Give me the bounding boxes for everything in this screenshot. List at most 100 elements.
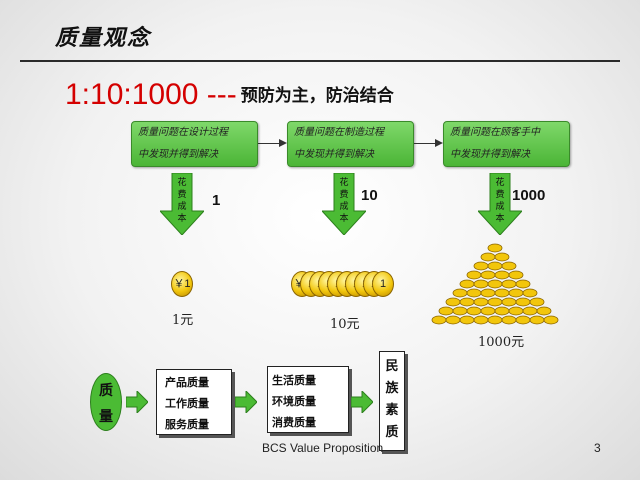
stage-box-manufacture: 质量问题在制造过程 中发现并得到解决 — [287, 121, 414, 167]
coin-icon — [536, 306, 552, 316]
cost-label: 花费成本 — [339, 178, 349, 224]
quality-type-item: 服务质量 — [165, 418, 209, 431]
coin-icon — [522, 288, 538, 298]
coin-icon — [487, 297, 503, 307]
stage-box-design: 质量问题在设计过程 中发现并得到解决 — [131, 121, 258, 167]
stage-box-line: 中发现并得到解决 — [450, 149, 530, 160]
coin-icon — [445, 315, 461, 325]
arrow-right-icon — [126, 391, 148, 413]
coin-icon — [473, 261, 489, 271]
quality-circle-char: 量 — [99, 409, 113, 425]
coin-icon — [466, 306, 482, 316]
coin-icon — [480, 306, 496, 316]
connector-line — [258, 143, 279, 144]
coin-icon — [480, 252, 496, 262]
cost-value: 10 — [361, 187, 378, 204]
national-quality-box: 民 族 素 质 — [379, 351, 405, 451]
down-arrow-icon — [478, 173, 522, 235]
coin-icon — [515, 297, 531, 307]
money-label: 10元 — [330, 317, 360, 332]
national-quality-char: 族 — [385, 381, 399, 396]
national-quality-char: 质 — [385, 425, 399, 440]
coin-pyramid-icon — [431, 243, 559, 325]
arrow-right-icon — [279, 139, 287, 147]
quality-circle: 质 量 — [90, 373, 122, 431]
coin-icon: ￥1 — [171, 271, 193, 297]
coin-icon — [445, 297, 461, 307]
arrow-right-icon — [235, 391, 257, 413]
money-label: 1000元 — [478, 335, 525, 350]
quality-type-item: 工作质量 — [165, 397, 209, 410]
coin-icon — [529, 315, 545, 325]
coin-icon — [459, 279, 475, 289]
coin-row: ￥1111111111 — [291, 271, 403, 297]
coin-icon — [508, 288, 524, 298]
stage-box-line: 质量问题在制造过程 — [294, 127, 384, 138]
coin-icon — [459, 297, 475, 307]
coin-icon — [508, 270, 524, 280]
coin-icon — [487, 261, 503, 271]
cost-label: 花费成本 — [177, 178, 187, 224]
cost-label: 花费成本 — [495, 178, 505, 224]
stage-box-line: 质量问题在顾客手中 — [450, 127, 540, 138]
coin-icon — [473, 279, 489, 289]
coin-icon — [431, 315, 447, 325]
coin-icon: 1 — [372, 271, 394, 297]
national-quality-char: 素 — [385, 403, 399, 418]
life-quality-item: 生活质量 — [272, 374, 316, 387]
arrow-right-icon — [351, 391, 373, 413]
coin-icon — [452, 288, 468, 298]
down-arrow-icon — [322, 173, 366, 235]
coin-icon — [480, 270, 496, 280]
coin-icon — [438, 306, 454, 316]
coin-icon — [494, 306, 510, 316]
connector-line — [414, 143, 435, 144]
coin-icon — [522, 306, 538, 316]
cost-value: 1 — [212, 192, 221, 209]
coin-icon — [515, 279, 531, 289]
coin-icon — [494, 270, 510, 280]
coin-icon — [487, 315, 503, 325]
coin-icon — [501, 261, 517, 271]
coin-icon — [508, 306, 524, 316]
coin-icon — [473, 297, 489, 307]
coin-icon — [515, 315, 531, 325]
national-quality-char: 民 — [385, 359, 399, 374]
cost-value: 1000 — [512, 187, 546, 204]
coin-icon — [501, 315, 517, 325]
stage-box-line: 中发现并得到解决 — [294, 149, 374, 160]
footer-text: BCS Value Proposition — [262, 441, 384, 455]
coin-icon — [487, 279, 503, 289]
quality-circle-char: 质 — [99, 383, 113, 399]
coin-icon — [473, 315, 489, 325]
headline: 1:10:1000 ---预防为主，防治结合 — [65, 78, 394, 116]
life-quality-item: 消费质量 — [272, 416, 316, 429]
slide-title: 质量观念 — [55, 25, 152, 51]
headline-ratio: 1:10:1000 --- — [65, 78, 237, 111]
coin-icon — [501, 297, 517, 307]
quality-type-item: 产品质量 — [165, 376, 209, 389]
coin-icon — [543, 315, 559, 325]
title-divider — [20, 60, 620, 62]
headline-subtitle: 预防为主，防治结合 — [240, 86, 394, 106]
arrow-right-icon — [435, 139, 443, 147]
coin-icon — [494, 288, 510, 298]
money-label: 1元 — [172, 313, 194, 328]
coin-icon — [494, 252, 510, 262]
coin-icon — [487, 243, 503, 253]
coin-icon — [480, 288, 496, 298]
coin-icon — [452, 306, 468, 316]
coin-icon — [501, 279, 517, 289]
page-number: 3 — [594, 441, 601, 455]
life-quality-item: 环境质量 — [272, 395, 316, 408]
stage-box-line: 中发现并得到解决 — [138, 149, 218, 160]
down-arrow-icon — [160, 173, 204, 235]
stage-box-customer: 质量问题在顾客手中 中发现并得到解决 — [443, 121, 570, 167]
coin-icon — [459, 315, 475, 325]
coin-icon — [466, 288, 482, 298]
quality-type-box: 产品质量 工作质量 服务质量 — [156, 369, 232, 435]
coin-icon — [466, 270, 482, 280]
life-quality-box: 生活质量 环境质量 消费质量 — [267, 366, 349, 433]
coin-icon — [529, 297, 545, 307]
stage-box-line: 质量问题在设计过程 — [138, 127, 228, 138]
